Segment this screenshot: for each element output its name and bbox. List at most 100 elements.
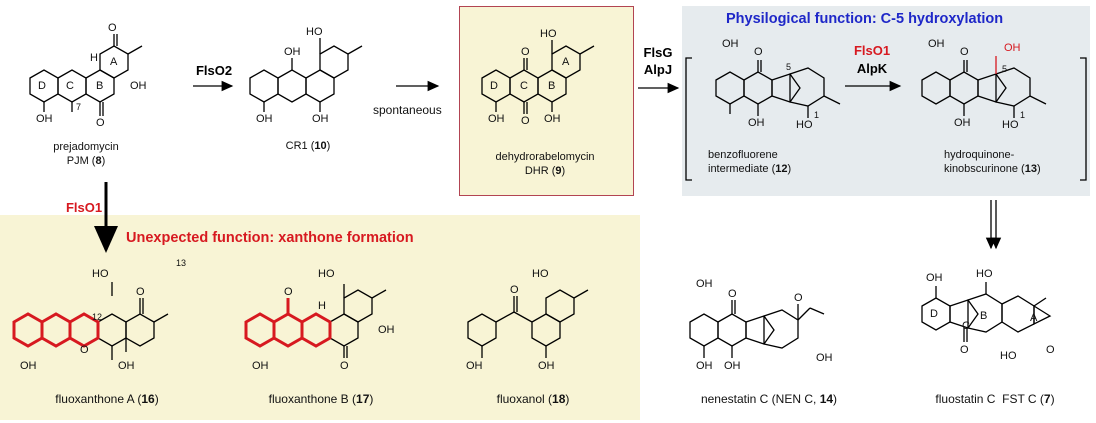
dhr-oh-left: OH xyxy=(488,113,505,125)
flxol-oh-right: OH xyxy=(538,360,555,372)
flxol-o: O xyxy=(510,284,519,296)
flxol-ho: HO xyxy=(532,268,549,280)
fst-o-bottom: O xyxy=(960,344,969,356)
unexpected-function-heading: Unexpected function: xanthone formation xyxy=(126,230,414,246)
dhr-ring-c: C xyxy=(520,80,528,92)
flxA-ho: HO xyxy=(92,268,109,280)
fst-o-epoxide: O xyxy=(1046,344,1055,356)
nen-oh-top: OH xyxy=(696,278,713,290)
cr1-oh-mid: OH xyxy=(284,46,301,58)
hydro-o: O xyxy=(960,46,969,58)
nen-o-top: O xyxy=(728,288,737,300)
dhr-oh-right: OH xyxy=(544,113,561,125)
dhr-caption: dehydrorabelomycin DHR (9) xyxy=(495,151,595,177)
hydro-num-5: 5 xyxy=(1002,64,1008,74)
fst-ring-b: B xyxy=(980,310,988,322)
nen-oh-right: OH xyxy=(816,352,833,364)
benzo-oh-bottom: OH xyxy=(748,117,765,129)
nen-oh-left: OH xyxy=(696,360,713,372)
pjm-oh: OH xyxy=(130,80,147,92)
flxA-num-12: 12 xyxy=(92,312,103,322)
alpj-label: AlpJ xyxy=(643,62,673,77)
dhr-ring-a: A xyxy=(562,56,570,68)
hydro-caption: hydroquinone- kinobscurinone (13) xyxy=(944,149,1041,175)
pjm-h: H xyxy=(90,52,98,64)
cr1-oh-right: OH xyxy=(312,113,329,125)
fluoxanthone-a-red-core xyxy=(12,312,100,348)
fst-ring-d: D xyxy=(930,308,938,320)
fst-ho: HO xyxy=(976,268,993,280)
pjm-ring-c: C xyxy=(66,80,74,92)
pjm-ring-a: A xyxy=(110,56,118,68)
benzo-num-5: 5 xyxy=(786,62,792,72)
pjm-ring-d: D xyxy=(38,80,46,92)
flxol-caption: fluoxanol (18) xyxy=(496,392,570,406)
dhr-ring-d: D xyxy=(490,80,498,92)
nen-caption: nenestatin C (NEN C, 14) xyxy=(700,392,838,406)
cr1-oh-left: OH xyxy=(256,113,273,125)
fst-oh-top: OH xyxy=(926,272,943,284)
dhr-o-top: O xyxy=(521,46,530,58)
alpk-label: AlpK xyxy=(856,61,888,76)
spontaneous-label: spontaneous xyxy=(373,103,442,117)
physiological-function-heading: Physilogical function: C-5 hydroxylation xyxy=(726,11,1004,27)
benzo-num-1: 1 xyxy=(814,110,820,120)
dhr-structure xyxy=(481,40,595,114)
cr1-caption: CR1 (10) xyxy=(285,140,331,152)
flxA-o-top: O xyxy=(136,286,145,298)
cr1-ho: HO xyxy=(306,26,323,38)
nen-o-right: O xyxy=(794,292,803,304)
fluoxanthone-a-structure xyxy=(97,282,169,360)
flxB-caption: fluoxanthone B (17) xyxy=(268,392,374,406)
flxA-num-13: 13 xyxy=(176,258,187,268)
benzo-ho: HO xyxy=(796,119,813,131)
flxB-o-top: O xyxy=(284,286,293,298)
fst-ring-a: A xyxy=(1030,312,1038,324)
fst-ho-bottom: HO xyxy=(1000,350,1017,362)
pjm-ring-b: B xyxy=(96,80,104,92)
nen-oh-mid: OH xyxy=(724,360,741,372)
flxB-oh-left: OH xyxy=(252,360,269,372)
flso2-label: FlsO2 xyxy=(195,63,233,78)
fluostatin-structure xyxy=(921,282,1052,342)
fst-caption: fluostatin C FST C (7) xyxy=(935,392,1055,406)
flxA-o-ring: O xyxy=(80,344,89,356)
hydroquinone-structure xyxy=(921,60,1047,118)
flxA-oh-right: OH xyxy=(118,360,135,372)
flso1-left-label: FlsO1 xyxy=(65,200,103,215)
pjm-caption: prejadomycin PJM (8) xyxy=(53,141,119,167)
benzo-o: O xyxy=(754,46,763,58)
pjm-num-7: 7 xyxy=(76,102,82,112)
hydro-oh-top: OH xyxy=(928,38,945,50)
fst-ring-c: C xyxy=(962,320,970,332)
fluoxanol-structure xyxy=(467,289,589,358)
pjm-o-bottom: O xyxy=(96,117,105,129)
flso1-top-label: FlsO1 xyxy=(853,43,891,58)
dhr-ho: HO xyxy=(540,28,557,40)
fluoxanthone-b-red-core xyxy=(244,298,332,348)
dhr-panel xyxy=(459,6,634,196)
flxB-h: H xyxy=(318,300,326,312)
flxB-ho: HO xyxy=(318,268,335,280)
dhr-ring-b: B xyxy=(548,80,556,92)
pjm-oh-left: OH xyxy=(36,113,53,125)
hydro-ho: HO xyxy=(1002,119,1019,131)
pjm-o-top: O xyxy=(108,22,117,34)
pjm-structure xyxy=(29,34,143,116)
nenestatin-structure xyxy=(689,300,825,358)
benzofluorene-structure xyxy=(715,60,841,118)
cr1-structure xyxy=(249,38,363,112)
hydro-oh-bottom: OH xyxy=(954,117,971,129)
benzo-oh-top: OH xyxy=(722,38,739,50)
hydro-num-1: 1 xyxy=(1020,110,1026,120)
flxol-oh-left: OH xyxy=(466,360,483,372)
flxA-caption: fluoxanthone A (16) xyxy=(55,392,159,406)
flxB-o-bottom: O xyxy=(340,360,349,372)
flxA-oh-left: OH xyxy=(20,360,37,372)
dhr-o-bottom: O xyxy=(521,115,530,127)
hydro-oh-red: OH xyxy=(1004,42,1021,54)
flxB-oh: OH xyxy=(378,324,395,336)
fluoxanthone-b-structure xyxy=(329,284,387,358)
flsg-label: FlsG xyxy=(643,45,673,60)
